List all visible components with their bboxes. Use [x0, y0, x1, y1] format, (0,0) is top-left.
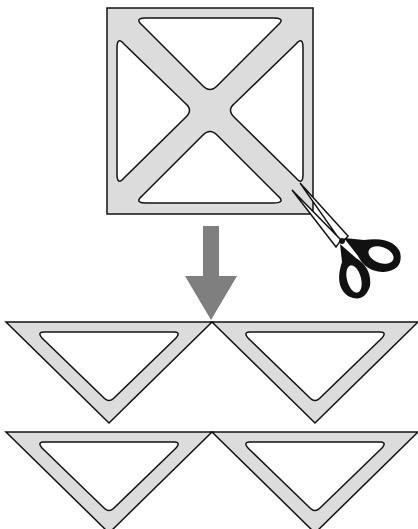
square-block	[107, 8, 313, 214]
triangle-top-right	[212, 322, 418, 423]
scissors-blade-lower	[292, 190, 341, 247]
scissors-pivot	[339, 238, 345, 244]
triangle-bottom-right	[212, 432, 418, 529]
down-arrow-icon	[185, 226, 237, 320]
triangle-top-left	[6, 322, 212, 423]
triangle-bottom-left	[6, 432, 212, 529]
